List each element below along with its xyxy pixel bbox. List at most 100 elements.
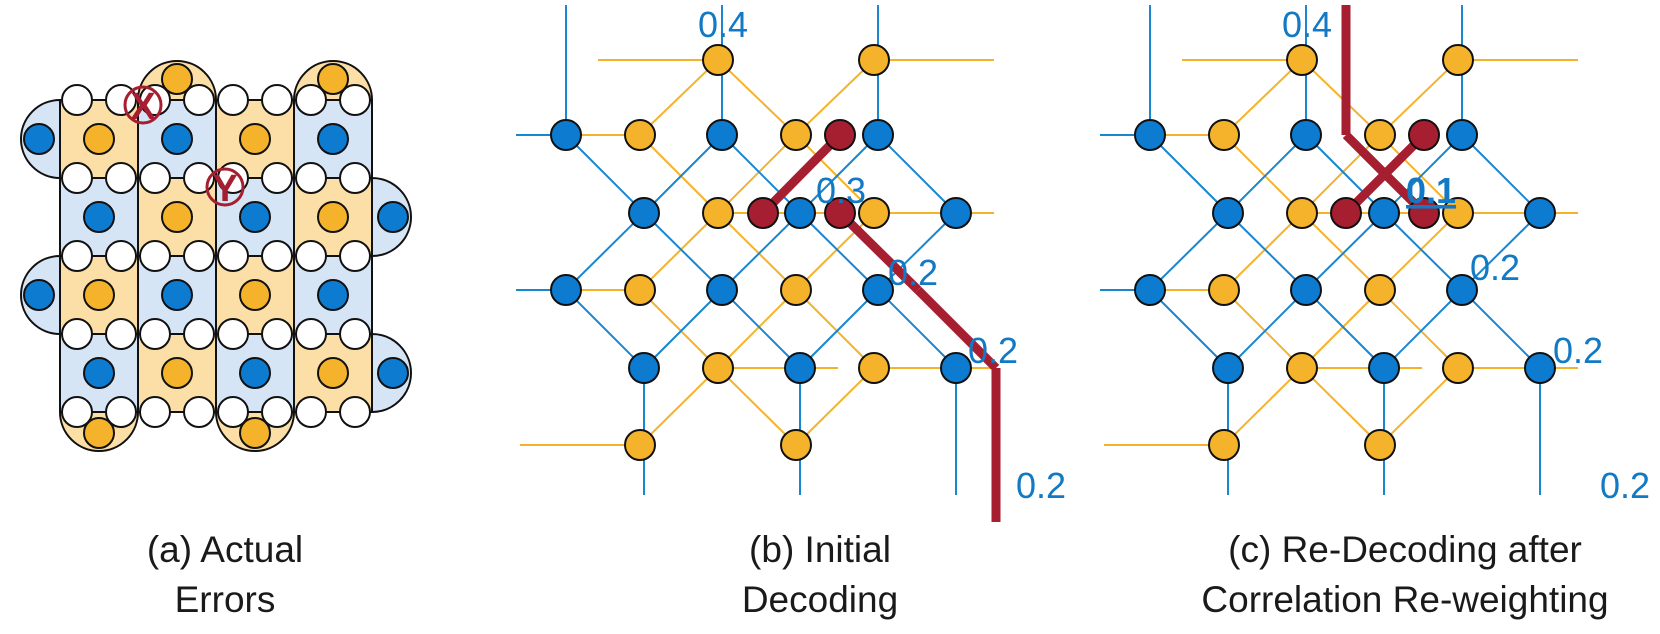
data-qubit bbox=[261, 396, 293, 428]
x-detector-node bbox=[628, 197, 660, 229]
data-qubit bbox=[105, 318, 137, 350]
z-detector-node bbox=[858, 197, 890, 229]
z-graph-edge bbox=[1301, 59, 1381, 136]
x-stabilizer-ancilla bbox=[377, 201, 409, 233]
x-detector-node bbox=[628, 352, 660, 384]
z-graph-edge bbox=[795, 59, 875, 136]
x-detector-node bbox=[784, 197, 816, 229]
x-stabilizer-ancilla bbox=[23, 279, 55, 311]
x-graph-edge bbox=[1305, 212, 1385, 291]
z-detector-node bbox=[702, 352, 734, 384]
data-qubit bbox=[105, 240, 137, 272]
edge-weight-label: 0.3 bbox=[816, 170, 866, 211]
x-graph-edge bbox=[643, 212, 723, 291]
z-graph-edge bbox=[717, 212, 797, 291]
x-graph-edge bbox=[1227, 212, 1307, 291]
x-graph-edge bbox=[1383, 212, 1463, 291]
edge-weight-label: 0.2 bbox=[1600, 465, 1650, 506]
data-qubit bbox=[295, 240, 327, 272]
x-graph-edge bbox=[1383, 289, 1463, 369]
x-graph-edge bbox=[565, 289, 645, 369]
x-detector-node bbox=[1368, 197, 1400, 229]
decoded-error-path bbox=[1342, 131, 1428, 217]
data-qubit bbox=[139, 318, 171, 350]
z-stabilizer-ancilla bbox=[161, 201, 193, 233]
x-graph-edge bbox=[721, 134, 801, 214]
z-detector-node bbox=[1442, 352, 1474, 384]
x-graph-edge bbox=[1149, 289, 1229, 369]
z-detector-node bbox=[1208, 429, 1240, 461]
edge-weight-label: 0.2 bbox=[888, 252, 938, 293]
x-detector-node bbox=[784, 352, 816, 384]
x-stabilizer-ancilla bbox=[239, 201, 271, 233]
x-detector-node bbox=[940, 352, 972, 384]
x-stabilizer-ancilla bbox=[161, 279, 193, 311]
z-graph-edge bbox=[1223, 367, 1303, 446]
data-qubit bbox=[139, 162, 171, 194]
z-detector-node bbox=[780, 274, 812, 306]
z-stabilizer-ancilla bbox=[161, 63, 193, 95]
z-stabilizer-ancilla bbox=[83, 279, 115, 311]
x-detector-node bbox=[1212, 197, 1244, 229]
z-detector-node bbox=[1286, 44, 1318, 76]
x-graph-edge bbox=[721, 289, 801, 369]
z-stabilizer-ancilla bbox=[317, 63, 349, 95]
z-stabilizer-ancilla bbox=[239, 123, 271, 155]
z-graph-edge bbox=[795, 134, 875, 214]
data-qubit bbox=[339, 318, 371, 350]
z-graph-edge bbox=[639, 212, 719, 291]
z-stabilizer-ancilla bbox=[83, 417, 115, 449]
x-graph-edge bbox=[1461, 289, 1541, 369]
data-qubit bbox=[339, 240, 371, 272]
x-graph-edge bbox=[877, 212, 957, 291]
x-detector-node bbox=[1134, 119, 1166, 151]
x-graph-edge bbox=[1461, 134, 1541, 214]
x-graph-edge bbox=[1305, 289, 1385, 369]
x-graph-edge bbox=[1149, 134, 1229, 214]
caption-a-line2: Errors bbox=[175, 579, 276, 620]
panel-c-decoding-graph bbox=[1100, 5, 1578, 495]
x-graph-edge bbox=[1461, 212, 1541, 291]
decoded-error-path bbox=[914, 286, 1000, 372]
z-graph-edge bbox=[1223, 59, 1303, 136]
y-error-label: Y bbox=[212, 168, 237, 210]
z-stabilizer-ancilla bbox=[161, 357, 193, 389]
z-graph-edge bbox=[1301, 212, 1381, 291]
z-detector-node bbox=[624, 119, 656, 151]
x-error-mark: X bbox=[123, 85, 163, 128]
x-graph-edge bbox=[1383, 134, 1463, 214]
panel-b-decoding-graph bbox=[516, 5, 1001, 522]
z-graph-edge bbox=[1379, 134, 1459, 214]
decoded-error-path bbox=[759, 131, 844, 217]
caption-c-line1: (c) Re-Decoding after bbox=[1228, 529, 1582, 570]
z-detector-node bbox=[1286, 352, 1318, 384]
data-qubit bbox=[217, 84, 249, 116]
data-qubit bbox=[261, 84, 293, 116]
x-stabilizer-ancilla bbox=[23, 123, 55, 155]
z-graph-edge bbox=[1301, 367, 1381, 446]
z-detector-node bbox=[1208, 119, 1240, 151]
x-stabilizer-ancilla bbox=[317, 279, 349, 311]
flagged-detector-node bbox=[1408, 119, 1440, 151]
data-qubit bbox=[183, 318, 215, 350]
x-graph-edge bbox=[1149, 212, 1229, 291]
x-detector-node bbox=[1134, 274, 1166, 306]
z-stabilizer-ancilla bbox=[317, 201, 349, 233]
decoded-error-path bbox=[836, 209, 922, 294]
z-graph-edge bbox=[1379, 212, 1459, 291]
x-graph-edge bbox=[643, 289, 723, 369]
flagged-detector-node bbox=[824, 197, 856, 229]
z-detector-node bbox=[858, 352, 890, 384]
data-qubit bbox=[339, 396, 371, 428]
x-detector-node bbox=[1212, 352, 1244, 384]
z-detector-node bbox=[624, 274, 656, 306]
z-graph-edge bbox=[1223, 134, 1303, 214]
x-detector-node bbox=[706, 274, 738, 306]
z-detector-node bbox=[1364, 119, 1396, 151]
y-error-mark: Y bbox=[205, 167, 245, 210]
flagged-detector-node bbox=[824, 119, 856, 151]
z-graph-edge bbox=[1301, 134, 1381, 214]
z-graph-edge bbox=[795, 212, 875, 291]
z-detector-node bbox=[1208, 274, 1240, 306]
x-graph-edge bbox=[877, 134, 957, 214]
